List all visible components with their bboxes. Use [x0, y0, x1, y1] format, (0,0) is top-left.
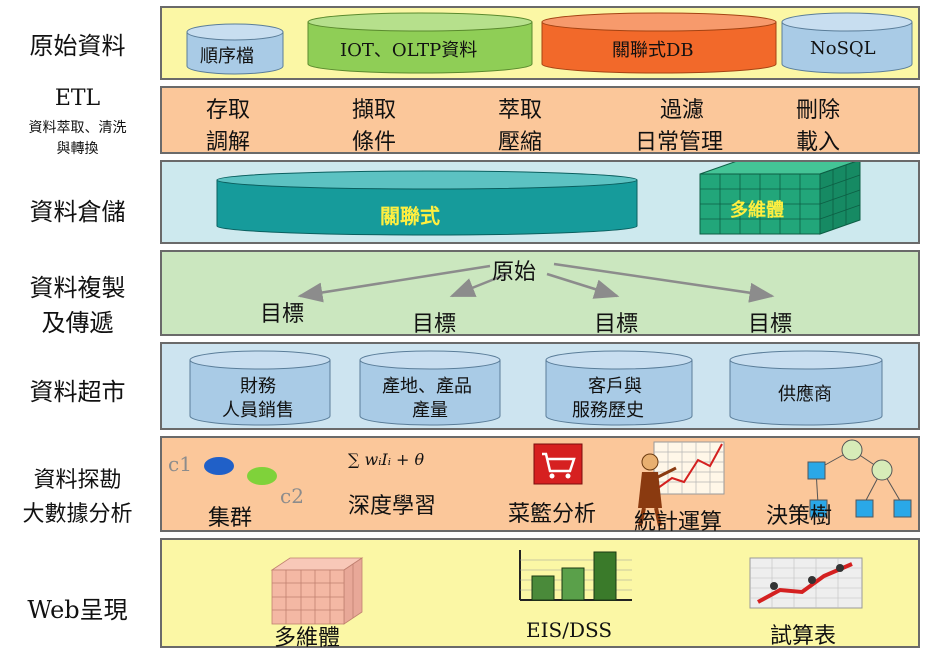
- source-label-reldb: 關聯式DB: [612, 40, 694, 61]
- cylinder-nosql: [781, 12, 913, 74]
- decision-tree-label: 決策樹: [766, 504, 833, 529]
- mart-label: 財務: [240, 376, 276, 397]
- decision-tree-icon: [807, 439, 912, 518]
- replication-target: 目標: [748, 312, 793, 337]
- label-etl-sub2: 與轉換: [56, 141, 99, 157]
- mart-cylinder-finance: [189, 350, 331, 426]
- source-label-nosql: NoSQL: [810, 38, 876, 59]
- label-replication-1: 資料複製: [29, 274, 126, 302]
- cube-icon: [270, 557, 364, 625]
- label-datamart: 資料超市: [29, 378, 126, 406]
- cluster-blob-blue: [204, 457, 234, 475]
- web-spreadsheet-label: 試算表: [770, 624, 837, 649]
- etl-op: 過濾: [660, 98, 705, 123]
- replication-target: 目標: [594, 312, 639, 337]
- replication-target: 目標: [412, 312, 457, 337]
- formula: ∑ wᵢIᵢ + θ: [348, 450, 425, 469]
- cluster-c1-label: c1: [168, 452, 192, 476]
- cylinder-relational-db: [541, 12, 777, 74]
- row-datamart: 財務 人員銷售 產地、產品 產量 客戶與 服務歷史 供應商: [160, 342, 920, 430]
- mart-cylinder-production: [359, 350, 501, 426]
- mining-graphics: [204, 439, 912, 527]
- source-label-sequential: 順序檔: [200, 46, 254, 67]
- etl-op: 日常管理: [635, 130, 724, 155]
- label-etl-sub1: 資料萃取、清洗: [28, 120, 127, 136]
- label-replication-2: 及傳遞: [41, 309, 114, 337]
- etl-op: 刪除: [796, 98, 841, 123]
- row-mining: c1 c2 集群 ∑ wᵢIᵢ + θ 深度學習 菜籃分析 統計運算 決策樹: [160, 436, 920, 535]
- etl-op: 條件: [352, 130, 397, 155]
- relational-cylinder: [216, 170, 638, 236]
- warehouse-relational-label: 關聯式: [380, 204, 440, 228]
- etl-op: 擷取: [352, 98, 397, 123]
- mart-label: 產量: [412, 400, 448, 421]
- row-replication: 原始 目標 目標 目標 目標: [160, 250, 920, 337]
- label-etl-title: ETL: [54, 86, 101, 111]
- mart-cylinder-customer: [545, 350, 693, 426]
- multidim-cube: [699, 162, 861, 235]
- label-web: Web呈現: [27, 596, 128, 624]
- warehouse-graphics: [216, 162, 861, 236]
- mart-label: 人員銷售: [222, 400, 294, 421]
- mart-label: 供應商: [778, 384, 832, 405]
- shopping-cart-icon: [533, 443, 583, 485]
- spreadsheet-icon: [749, 557, 863, 609]
- web-cube-label: 多維體: [274, 626, 341, 651]
- web-eis-label: EIS/DSS: [526, 618, 613, 642]
- eis-chart-icon: [519, 550, 632, 601]
- mart-label: 客戶與: [588, 376, 642, 397]
- warehouse-multidim-label: 多維體: [730, 200, 784, 221]
- label-warehouse: 資料倉儲: [29, 198, 126, 226]
- etl-op: 壓縮: [498, 130, 543, 155]
- replication-origin: 原始: [492, 260, 537, 285]
- cylinder-iot-oltp: [307, 12, 533, 74]
- etl-op: 萃取: [498, 98, 543, 123]
- clustering-label: 集群: [208, 506, 253, 531]
- source-label-iot: IOT、OLTP資料: [340, 40, 478, 61]
- datamart-cylinders: [189, 350, 883, 426]
- deep-learning-label: 深度學習: [348, 494, 437, 519]
- replication-target: 目標: [260, 302, 305, 327]
- etl-op: 存取: [206, 98, 251, 123]
- web-graphics: [270, 550, 863, 625]
- cluster-blob-green: [247, 467, 277, 485]
- cylinder-sequential-file: [186, 23, 284, 75]
- label-mining-2: 大數據分析: [22, 502, 133, 527]
- etl-op: 調解: [206, 130, 251, 155]
- source-cylinders: [186, 12, 913, 75]
- row-warehouse: 關聯式 多維體: [160, 160, 920, 244]
- replication-arrows: [297, 262, 775, 303]
- cluster-c2-label: c2: [280, 484, 304, 508]
- mart-label: 產地、產品: [382, 376, 472, 397]
- label-source: 原始資料: [29, 32, 126, 60]
- etl-op: 載入: [796, 130, 841, 155]
- statistics-chart-icon: [638, 441, 725, 527]
- mart-label: 服務歷史: [572, 400, 644, 421]
- basket-label: 菜籃分析: [508, 502, 597, 527]
- row-web: 多維體 EIS/DSS 試算表: [160, 538, 920, 651]
- mart-cylinder-supplier: [729, 350, 883, 426]
- label-mining-1: 資料探勘: [33, 468, 122, 493]
- statistics-label: 統計運算: [634, 510, 723, 535]
- row-etl: 存取 擷取 萃取 過濾 刪除 調解 條件 壓縮 日常管理 載入: [160, 86, 920, 155]
- row-source: 順序檔 IOT、OLTP資料 關聯式DB NoSQL: [160, 6, 920, 80]
